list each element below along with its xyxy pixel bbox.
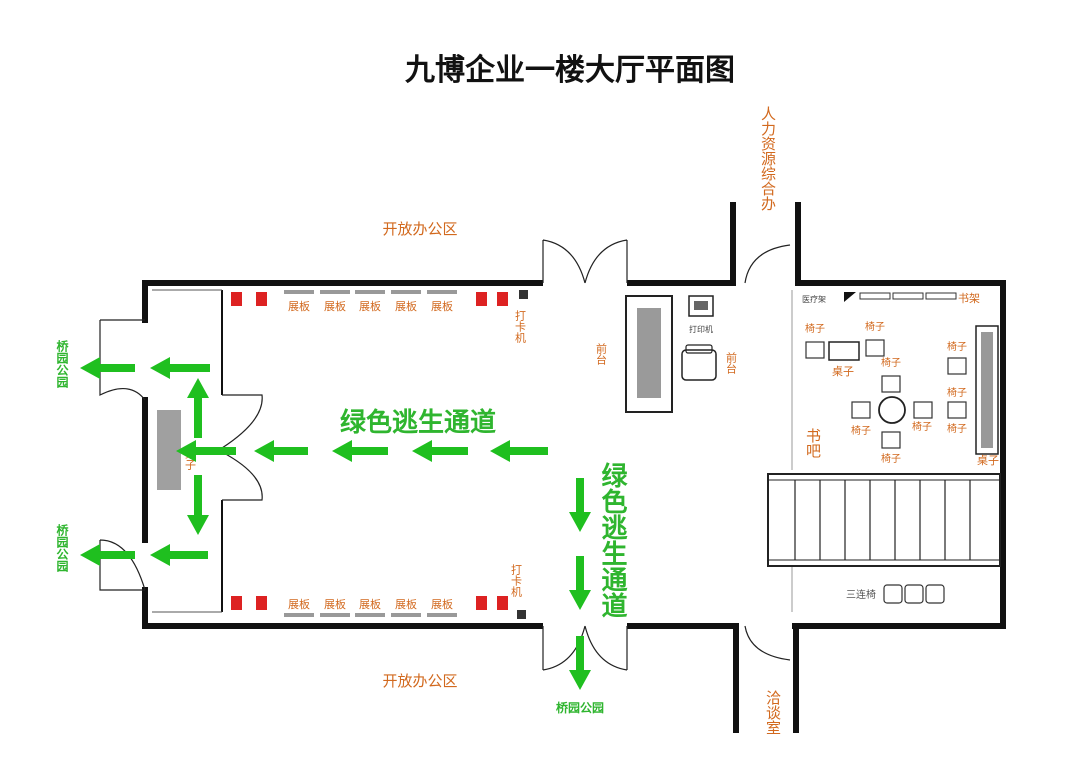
panel-label: 展板	[395, 597, 417, 611]
chair-label: 椅子	[865, 320, 885, 333]
chair-label: 椅子	[947, 386, 967, 399]
chairs	[805, 339, 967, 449]
panel-label: 展板	[431, 299, 453, 313]
vestibule-table	[157, 410, 181, 490]
arrow-down-icon	[187, 475, 209, 535]
panel-label: 展板	[288, 299, 310, 313]
panel-label: 展板	[359, 299, 381, 313]
chair-label: 椅子	[947, 422, 967, 435]
arrow-left-icon	[80, 357, 135, 379]
exit-label-south: 桥园公园	[556, 700, 604, 715]
panel-label: 展板	[431, 597, 453, 611]
exit-label-west-bottom: 桥园公园	[55, 523, 69, 573]
inner-partitions	[152, 289, 793, 613]
arrow-left-icon	[176, 440, 236, 462]
chair-label: 椅子	[947, 340, 967, 353]
escape-arrows	[80, 357, 591, 690]
panel-label: 展板	[324, 299, 346, 313]
medical-rack-sign: 医疗架	[802, 294, 826, 304]
arrow-down-icon	[569, 636, 591, 690]
clock-in-machine-icon	[519, 290, 528, 299]
fire-extinguisher-icon	[476, 292, 487, 306]
arrow-down-icon	[569, 556, 591, 610]
three-seat-label: 三连椅	[846, 588, 876, 601]
meeting-room-label: 洽谈室	[764, 690, 782, 735]
arrow-left-icon	[150, 357, 210, 379]
fire-extinguisher-icon	[476, 596, 487, 610]
arrow-up-icon	[187, 378, 209, 438]
chair-label: 椅子	[912, 420, 932, 433]
arrow-left-icon	[150, 544, 208, 566]
book-bar	[828, 292, 999, 455]
panels-bottom: 展板 展板 展板 展板 展板	[231, 596, 526, 619]
fire-extinguisher-icon	[497, 596, 508, 610]
exit-label-west-top: 桥园公园	[55, 339, 69, 389]
escape-route-label-horizontal: 绿色逃生通道	[340, 407, 496, 438]
front-desk-label: 前台	[595, 342, 608, 365]
printer-label: 打印机	[689, 324, 713, 334]
hr-office-label: 人力资源综合办	[759, 106, 777, 211]
panel-label: 展板	[395, 299, 417, 313]
table-label: 桌子	[977, 454, 999, 467]
clock-in-machine-icon	[517, 610, 526, 619]
panel-label: 展板	[359, 597, 381, 611]
arrow-down-icon	[569, 478, 591, 532]
chair-label: 椅子	[881, 452, 901, 465]
three-seat-chair	[883, 584, 945, 604]
panel-label: 展板	[288, 597, 310, 611]
staircase	[767, 473, 1001, 567]
bookshelf-label: 书架	[958, 292, 980, 305]
front-desk	[625, 295, 673, 413]
chair-label: 椅子	[805, 322, 825, 335]
fire-extinguisher-icon	[256, 596, 267, 610]
fire-extinguisher-icon	[497, 292, 508, 306]
arrow-left-icon	[254, 440, 308, 462]
chair-label: 椅子	[881, 356, 901, 369]
panel-label: 展板	[324, 597, 346, 611]
plan-title: 九博企业一楼大厅平面图	[405, 53, 735, 88]
arrow-left-icon	[332, 440, 388, 462]
chair-label: 椅子	[851, 424, 871, 437]
book-bar-label: 书吧	[804, 428, 822, 458]
escape-route-label-vertical: 绿色逃生通道	[597, 462, 627, 618]
open-office-top-label: 开放办公区	[382, 220, 457, 238]
printer-icon	[688, 295, 714, 317]
chair-icon	[681, 349, 717, 381]
outer-walls	[142, 202, 1006, 733]
table-label: 桌子	[832, 365, 854, 378]
clock-in-top-label: 打卡机	[514, 309, 527, 343]
arrow-left-icon	[80, 544, 135, 566]
fire-extinguisher-icon	[231, 596, 242, 610]
arrow-left-icon	[490, 440, 548, 462]
fire-extinguisher-icon	[256, 292, 267, 306]
panels-top: 展板 展板 展板 展板 展板	[231, 290, 528, 313]
front-desk-label-2: 前台	[725, 351, 738, 374]
arrow-left-icon	[412, 440, 468, 462]
fire-extinguisher-icon	[231, 292, 242, 306]
open-office-bottom-label: 开放办公区	[382, 672, 457, 690]
clock-in-bottom-label: 打卡机	[510, 563, 523, 597]
